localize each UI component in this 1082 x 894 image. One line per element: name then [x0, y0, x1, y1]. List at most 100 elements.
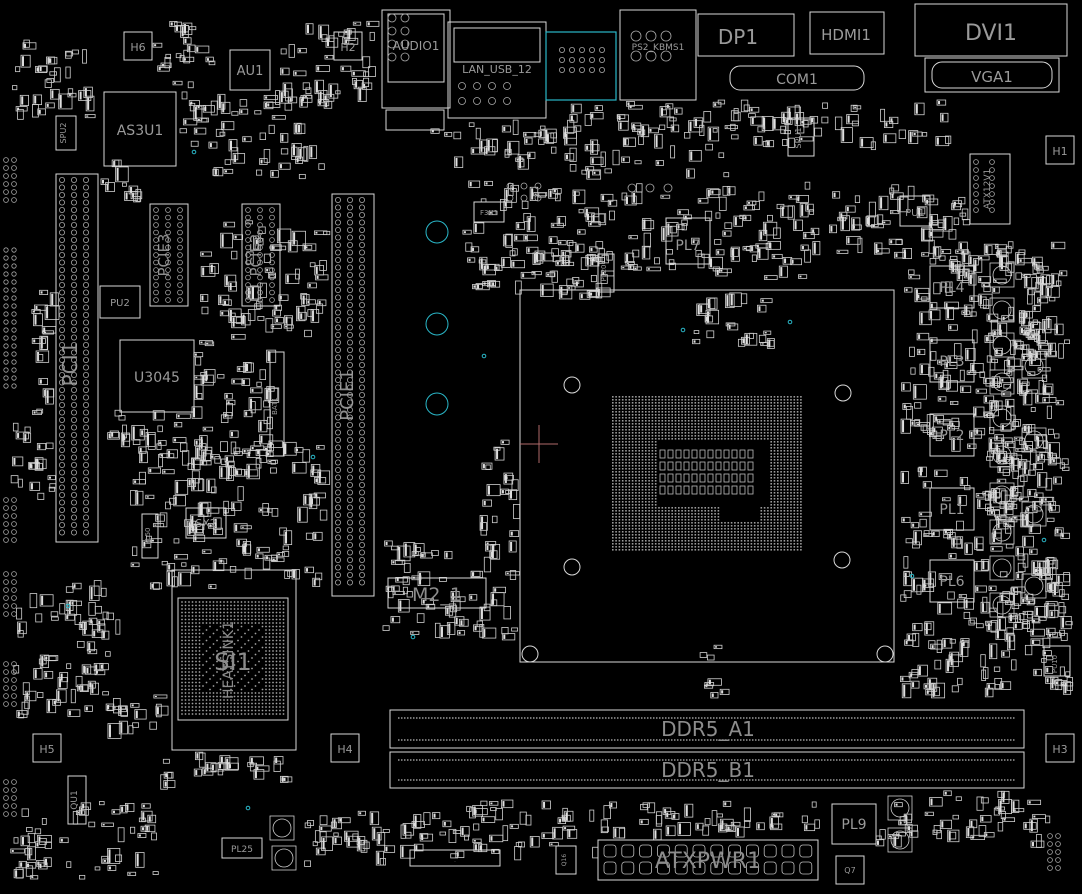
cpu-socket — [519, 289, 895, 663]
label-pu1: PU1 — [905, 208, 925, 219]
chip-sx2: SX2 — [185, 507, 227, 539]
slot-pci1: PCI1 — [55, 173, 99, 543]
label-pl7: PL7 — [675, 238, 700, 254]
label-qu1: QU1 — [70, 790, 80, 809]
inductor-pl3: PL3 — [929, 339, 975, 383]
label-pl1: PL1 — [939, 502, 964, 518]
label-atxpwr1: ATXPWR1 — [655, 849, 761, 874]
label-hdmi1: HDMI1 — [821, 26, 871, 44]
mounting-hole-h4: H4 — [330, 733, 360, 763]
label-audio1: AUDIO1 — [393, 39, 440, 53]
connector-fp1: FP1 — [409, 849, 501, 867]
chip-q7: Q7 — [835, 855, 865, 885]
label-m2-1: M2_1 — [412, 584, 462, 606]
label-u3045: U3045 — [134, 370, 180, 386]
connector-atxpwr1: ATXPWR1 — [597, 839, 819, 881]
label-pci1: PCI1 — [58, 342, 82, 387]
label-pl9: PL9 — [841, 817, 866, 833]
mounting-hole-h2: H2 — [333, 31, 363, 61]
connector-hdmi1: HDMI1 — [809, 11, 885, 55]
slot-pcie2: PCIE2 — [241, 203, 281, 307]
chip-spu1: SPU1 — [787, 117, 815, 157]
slot-m2-1: M2_1 — [387, 577, 487, 609]
label-vga1: VGA1 — [971, 68, 1013, 86]
chip-u3045: U3045 — [119, 339, 195, 413]
label-q16: Q16 — [561, 854, 568, 867]
label-pl25: PL25 — [231, 845, 253, 855]
inductor-pl9: PL9 — [831, 803, 877, 845]
mounting-hole-h6: H6 — [123, 31, 153, 61]
label-au1: AU1 — [237, 64, 264, 79]
fiducial-markers — [425, 220, 449, 416]
heatsink-pch: SI1 HEATSINK1 — [171, 569, 297, 751]
chip-pu1: PU1 — [899, 195, 931, 227]
label-h3: H3 — [1052, 743, 1067, 756]
label-pl50: PL50 — [144, 527, 152, 544]
connector-audio1: AUDIO1 — [381, 9, 451, 109]
chip-au1: AU1 — [229, 49, 271, 91]
label-pl4: PL4 — [939, 280, 964, 296]
label-pl2: PL2 — [939, 428, 964, 444]
label-ddr5-a1: DDR5_A1 — [661, 717, 755, 741]
connector-vga1: VGA1 — [924, 57, 1060, 93]
label-atx12v1: ATX12V1 — [983, 169, 993, 209]
label-fp1: FP1 — [454, 861, 456, 863]
label-dvi1: DVI1 — [965, 21, 1017, 46]
slot-pcie3: PCIE3 — [149, 203, 189, 307]
chip-f3u1: F3U1 — [473, 201, 505, 223]
label-pcie2: PCIE2 — [247, 234, 265, 277]
inductor-pl20: PL20 — [597, 253, 615, 293]
label-pl3: PL3 — [939, 354, 964, 370]
label-h6: H6 — [130, 41, 145, 54]
label-pu10: PU10 — [1051, 655, 1059, 673]
label-f3u1: F3U1 — [480, 209, 498, 217]
inductor-pl4: PL4 — [929, 265, 975, 309]
label-heatsink1: HEATSINK1 — [221, 621, 237, 699]
chip-q16: Q16 — [555, 845, 577, 875]
slot-pin-arrays — [3, 13, 1061, 871]
label-com1: COM1 — [776, 72, 818, 88]
slot-ddr5-b1: DDR5_B1 — [389, 751, 1025, 789]
mounting-hole-h1: H1 — [1045, 135, 1075, 165]
connector-com-port — [545, 31, 617, 101]
connector-atx12v1: ATX12V1 — [969, 153, 1011, 225]
label-pu2: PU2 — [110, 298, 130, 309]
label-pcie3: PCIE3 — [155, 234, 173, 277]
chip-spu2: SPU2 — [55, 115, 77, 151]
label-h5: H5 — [39, 743, 54, 756]
label-si1: SI1 — [214, 648, 252, 676]
connector-ps2-kbms: PS2_KBMS1 — [619, 9, 697, 101]
connector-com1: COM1 — [729, 65, 865, 91]
label-as3u1: AS3U1 — [117, 123, 164, 139]
via-markers — [65, 149, 1047, 811]
battery-bat1: BAT1 — [269, 351, 285, 457]
slot-ddr5-a1: DDR5_A1 — [389, 709, 1025, 749]
label-pl20: PL20 — [600, 264, 608, 281]
connector-lan-usb: LAN_USB_12 — [447, 21, 547, 119]
label-bat1: BAT1 — [271, 397, 279, 415]
chip-qu1: QU1 — [67, 775, 87, 825]
label-sx2: SX2 — [195, 517, 217, 530]
header-f-usb3 — [385, 109, 445, 131]
label-spu2: SPU2 — [59, 123, 68, 144]
chip-pu2: PU2 — [99, 285, 141, 319]
label-ddr5-b1: DDR5_B1 — [661, 758, 755, 782]
label-ps2-kbms: PS2_KBMS1 — [632, 43, 685, 53]
connector-dp1: DP1 — [697, 13, 795, 57]
label-h2: H2 — [340, 41, 355, 54]
inductor-pl25: PL25 — [221, 837, 263, 859]
label-q7: Q7 — [844, 866, 855, 875]
mounting-hole-h3: H3 — [1045, 733, 1075, 763]
label-spu1: SPU1 — [794, 128, 803, 149]
label-h4: H4 — [337, 743, 352, 756]
inductor-pl2: PL2 — [929, 413, 975, 457]
label-dp1: DP1 — [718, 25, 758, 49]
chip-pu10: PU10 — [1043, 645, 1071, 677]
inductor-pl6: PL6 — [929, 559, 975, 603]
mounting-hole-h5: H5 — [32, 733, 62, 763]
small-components-layer — [10, 20, 1074, 880]
inductor-pl1: PL1 — [929, 487, 975, 531]
chip-pl50: PL50 — [141, 513, 159, 559]
label-lan-usb: LAN_USB_12 — [462, 63, 532, 76]
